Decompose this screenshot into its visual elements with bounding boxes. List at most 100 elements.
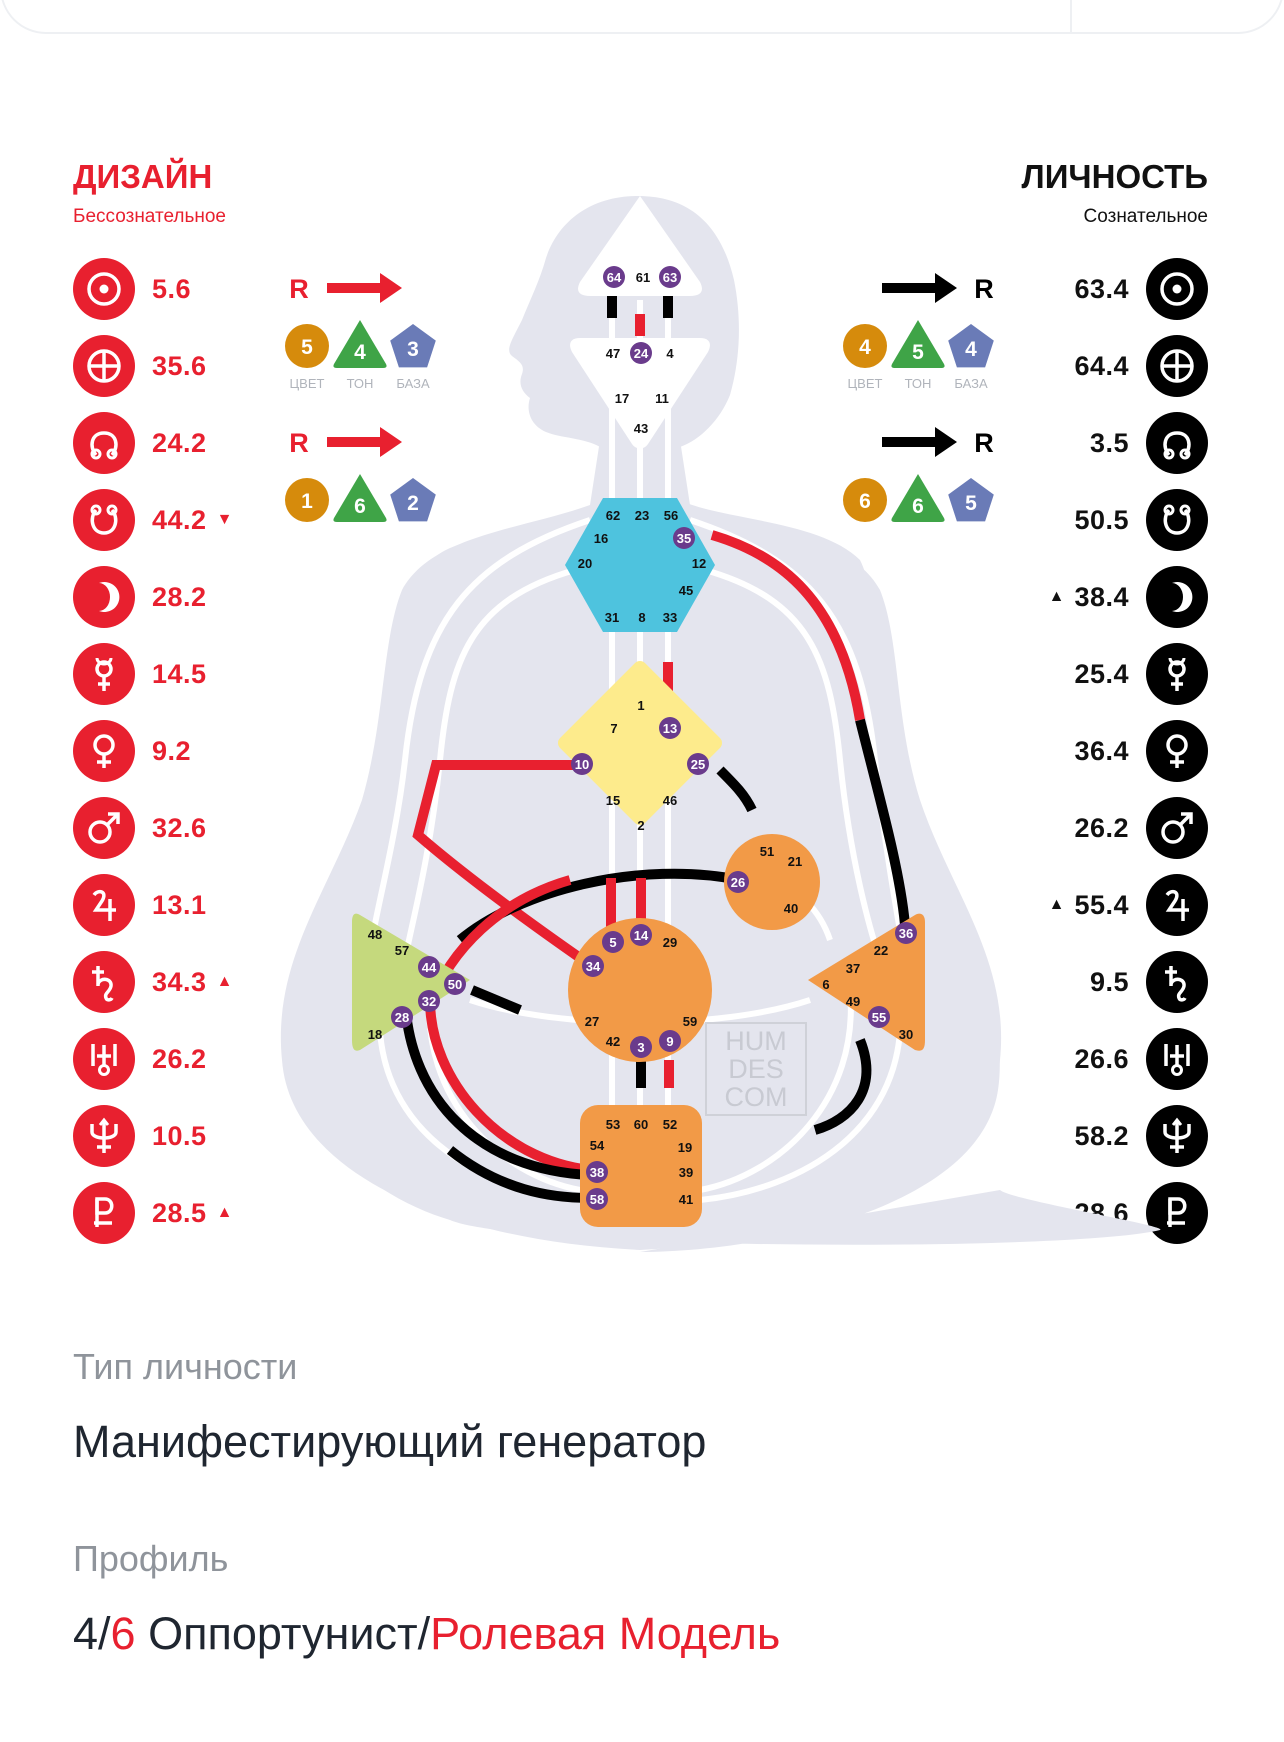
gate-label[interactable]: 53 [606, 1117, 620, 1132]
gate-label[interactable]: 55 [872, 1010, 886, 1025]
north-node-icon [73, 412, 135, 474]
gate-label[interactable]: 48 [368, 927, 382, 942]
base-value: 4 [965, 338, 977, 361]
gate-label[interactable]: 13 [663, 721, 677, 736]
gate-label[interactable]: 31 [605, 610, 619, 625]
gate-label[interactable]: 15 [606, 793, 620, 808]
gate-label[interactable]: 14 [634, 928, 649, 943]
gate-label[interactable]: 21 [788, 854, 802, 869]
gate-label[interactable]: 56 [664, 508, 678, 523]
personality-planet-row[interactable]: ▲38.4 [1049, 566, 1208, 628]
gate-label[interactable]: 23 [635, 508, 649, 523]
gate-label[interactable]: 61 [636, 270, 650, 285]
gate-label[interactable]: 20 [578, 556, 592, 571]
gate-label[interactable]: 52 [663, 1117, 677, 1132]
gate-label[interactable]: 33 [663, 610, 677, 625]
gate-label[interactable]: 3 [637, 1040, 644, 1055]
gate-label[interactable]: 54 [590, 1138, 605, 1153]
gate-label[interactable]: 50 [448, 977, 462, 992]
gate-label[interactable]: 24 [634, 346, 649, 361]
design-planet-row[interactable]: 5.6 [73, 258, 201, 320]
design-planet-row[interactable]: 9.2 [73, 720, 201, 782]
gate-label[interactable]: 5 [609, 935, 616, 950]
personality-planet-row[interactable]: 64.4 [1064, 335, 1208, 397]
gate-label[interactable]: 35 [677, 531, 691, 546]
gate-label[interactable]: 63 [663, 270, 677, 285]
design-planet-row[interactable]: 14.5 [73, 643, 217, 705]
personality-planet-row[interactable]: 3.5 [1080, 412, 1208, 474]
personality-planet-row[interactable]: ▲55.4 [1049, 874, 1208, 936]
gate-label[interactable]: 22 [874, 943, 888, 958]
gate-label[interactable]: 32 [422, 994, 436, 1009]
gate-label[interactable]: 11 [655, 391, 669, 406]
design-planet-row[interactable]: 26.2 [73, 1028, 217, 1090]
gate-label[interactable]: 44 [422, 960, 437, 975]
design-planet-row[interactable]: 28.5▲ [73, 1182, 232, 1244]
gate-label[interactable]: 2 [637, 818, 644, 833]
gate-label[interactable]: 49 [846, 994, 860, 1009]
planet-gate-value: 5.6 [152, 273, 192, 304]
arrow-label: R [289, 428, 309, 458]
svg-text:HUM: HUM [725, 1026, 787, 1056]
active-gate-marker [418, 956, 440, 978]
design-planet-row[interactable]: 32.6 [73, 797, 217, 859]
design-planet-row[interactable]: 35.6 [73, 335, 217, 397]
gate-label[interactable]: 43 [634, 421, 648, 436]
gate-label[interactable]: 7 [610, 721, 617, 736]
personality-planet-row[interactable]: 9.5 [1080, 951, 1208, 1013]
personality-planet-row[interactable]: 36.4 [1064, 720, 1208, 782]
gate-label[interactable]: 51 [760, 844, 774, 859]
planet-gate-value: 36.4 [1074, 735, 1129, 766]
gate-label[interactable]: 57 [395, 943, 409, 958]
gate-label[interactable]: 34 [586, 959, 601, 974]
gate-label[interactable]: 12 [692, 556, 706, 571]
gate-label[interactable]: 46 [663, 793, 677, 808]
gate-label[interactable]: 16 [594, 531, 608, 546]
gate-label[interactable]: 28 [395, 1010, 409, 1025]
gate-label[interactable]: 45 [679, 583, 693, 598]
personality-planet-row[interactable]: 50.5 [1064, 489, 1208, 551]
gate-label[interactable]: 41 [679, 1192, 693, 1207]
gate-label[interactable]: 58 [590, 1192, 604, 1207]
gate-label[interactable]: 30 [899, 1027, 913, 1042]
gate-label[interactable]: 37 [846, 961, 860, 976]
planet-gate-value: 13.1 [152, 889, 207, 920]
personality-planet-row[interactable]: 26.2 [1064, 797, 1208, 859]
design-title: ДИЗАЙН [73, 158, 213, 195]
gate-label[interactable]: 27 [585, 1014, 599, 1029]
gate-label[interactable]: 18 [368, 1027, 382, 1042]
gate-label[interactable]: 10 [575, 757, 589, 772]
gate-label[interactable]: 42 [606, 1034, 620, 1049]
design-planet-row[interactable]: 10.5 [73, 1105, 217, 1167]
design-planet-row[interactable]: 44.2▼ [73, 489, 232, 551]
gate-label[interactable]: 8 [638, 610, 645, 625]
gate-label[interactable]: 1 [637, 698, 644, 713]
gate-label[interactable]: 59 [683, 1014, 697, 1029]
gate-label[interactable]: 38 [590, 1165, 604, 1180]
gate-label[interactable]: 19 [678, 1140, 692, 1155]
gate-label[interactable]: 39 [679, 1165, 693, 1180]
base-badge-icon [390, 478, 436, 522]
gate-label[interactable]: 9 [666, 1034, 673, 1049]
gate-label[interactable]: 25 [691, 757, 705, 772]
gate-label[interactable]: 26 [731, 875, 745, 890]
design-planet-row[interactable]: 13.1 [73, 874, 217, 936]
personality-planet-row[interactable]: 25.4 [1064, 643, 1208, 705]
gate-label[interactable]: 47 [606, 346, 620, 361]
design-planet-row[interactable]: 28.2 [73, 566, 217, 628]
gate-label[interactable]: 40 [784, 901, 798, 916]
gate-label[interactable]: 62 [606, 508, 620, 523]
gate-label[interactable]: 17 [615, 391, 629, 406]
gate-label[interactable]: 36 [899, 926, 913, 941]
design-planet-row[interactable]: 34.3▲ [73, 951, 232, 1013]
gate-label[interactable]: 4 [666, 346, 674, 361]
gate-label[interactable]: 29 [663, 935, 677, 950]
neptune-icon [73, 1105, 135, 1167]
gate-label[interactable]: 6 [822, 977, 829, 992]
gate-label[interactable]: 60 [634, 1117, 648, 1132]
design-planet-row[interactable]: 24.2 [73, 412, 217, 474]
personality-planet-row[interactable]: 63.4 [1064, 258, 1208, 320]
personality-planet-row[interactable]: 26.6 [1064, 1028, 1208, 1090]
personality-planet-row[interactable]: 58.2 [1064, 1105, 1208, 1167]
gate-label[interactable]: 64 [607, 270, 622, 285]
